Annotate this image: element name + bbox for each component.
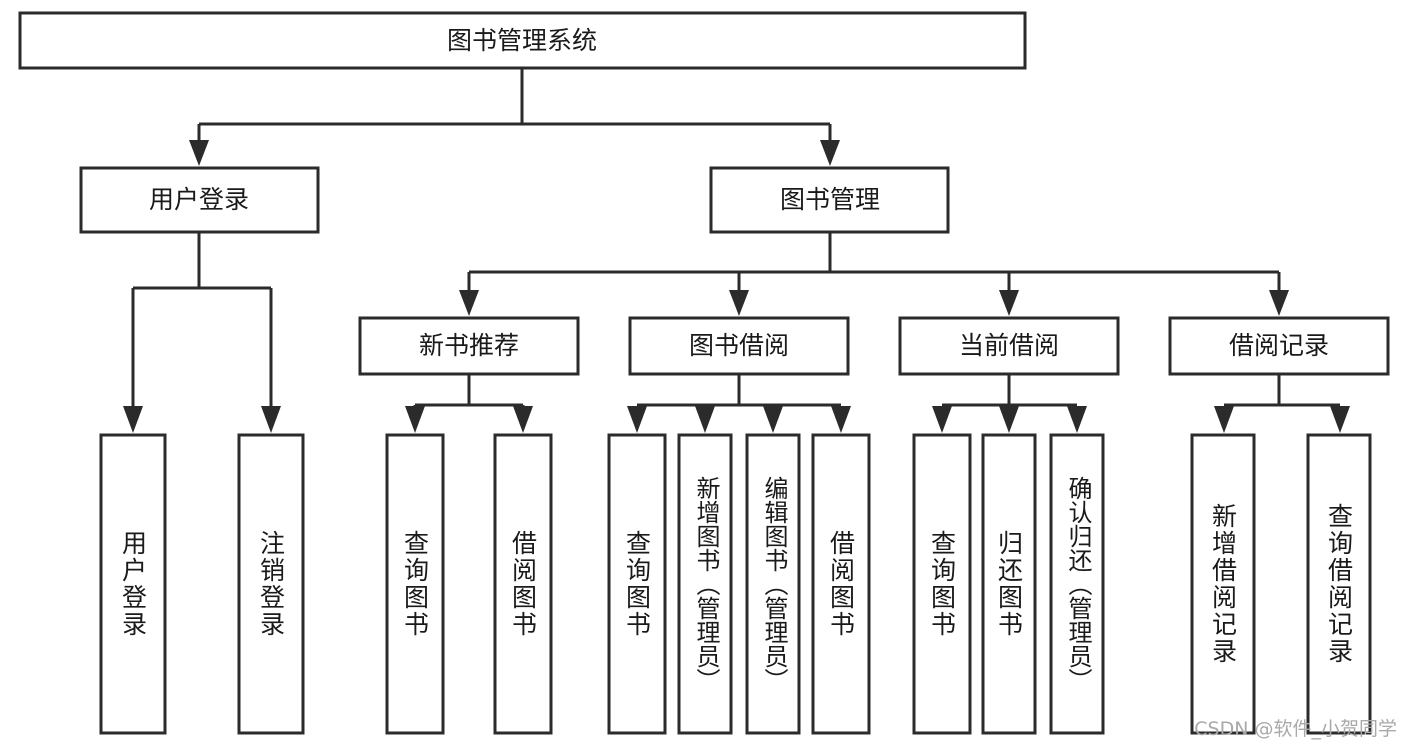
node-user-login-box[interactable] xyxy=(79,166,320,234)
leaf-box-layer xyxy=(99,433,1372,735)
node-book-borrow-label: 图书借阅 xyxy=(689,331,789,360)
arrow-root-to-user xyxy=(189,140,209,166)
arrow-book-c3 xyxy=(999,290,1019,316)
arrow-borrow-l1 xyxy=(627,406,647,433)
node-user-login[interactable]: 用户登录 xyxy=(79,166,320,234)
leaf-box-logout[interactable] xyxy=(237,433,305,735)
arrow-current-l2 xyxy=(999,406,1019,433)
node-book-management-label: 图书管理 xyxy=(780,185,880,214)
node-new-book-recommend[interactable]: 新书推荐 xyxy=(358,316,580,376)
leaf-box-edit-book-admin[interactable] xyxy=(745,433,801,735)
arrow-user-leaf2 xyxy=(261,406,281,433)
node-book-management-box[interactable] xyxy=(709,166,950,234)
node-book-borrow[interactable]: 图书借阅 xyxy=(628,316,850,376)
node-book-borrow-box[interactable] xyxy=(628,316,850,376)
node-book-management[interactable]: 图书管理 xyxy=(709,166,950,234)
leaf-box-borrow-book[interactable] xyxy=(811,433,871,735)
arrow-root-to-book xyxy=(820,140,840,166)
leaf-box-confirm-return-admin[interactable] xyxy=(1049,433,1105,735)
node-root-box[interactable] xyxy=(18,11,1027,70)
leaf-box-add-book-admin[interactable] xyxy=(677,433,733,735)
node-root[interactable]: 图书管理系统 xyxy=(18,11,1027,70)
arrow-rec-l1 xyxy=(405,406,425,433)
leaf-box-borrow-query-book[interactable] xyxy=(607,433,667,735)
node-new-book-recommend-label: 新书推荐 xyxy=(419,331,519,360)
arrow-current-l1 xyxy=(932,406,952,433)
arrow-borrow-l3 xyxy=(763,406,783,433)
node-current-borrow-label: 当前借阅 xyxy=(959,331,1059,360)
node-borrow-record-label: 借阅记录 xyxy=(1229,331,1329,360)
arrow-record-l2 xyxy=(1330,406,1350,433)
node-root-label: 图书管理系统 xyxy=(447,26,597,55)
leaf-box-return-book[interactable] xyxy=(981,433,1037,735)
arrow-book-c4 xyxy=(1269,290,1289,316)
node-current-borrow[interactable]: 当前借阅 xyxy=(898,316,1120,376)
leaf-box-add-borrow-record[interactable] xyxy=(1190,433,1256,735)
leaf-box-query-borrow-record[interactable] xyxy=(1306,433,1372,735)
arrow-borrow-l2 xyxy=(695,406,715,433)
node-current-borrow-box[interactable] xyxy=(898,316,1120,376)
leaf-box-rec-query-book[interactable] xyxy=(385,433,445,735)
arrow-book-c2 xyxy=(729,290,749,316)
node-new-book-recommend-box[interactable] xyxy=(358,316,580,376)
connector-layer xyxy=(123,68,1350,433)
arrow-book-c1 xyxy=(459,290,479,316)
arrow-current-l3 xyxy=(1067,406,1087,433)
arrow-user-leaf1 xyxy=(123,406,143,433)
node-user-login-label: 用户登录 xyxy=(149,185,249,214)
node-borrow-record-box[interactable] xyxy=(1168,316,1390,376)
leaf-box-user-login[interactable] xyxy=(99,433,167,735)
node-borrow-record[interactable]: 借阅记录 xyxy=(1168,316,1390,376)
leaf-box-current-query-book[interactable] xyxy=(912,433,972,735)
arrow-rec-l2 xyxy=(513,406,533,433)
arrow-record-l1 xyxy=(1214,406,1234,433)
arrow-borrow-l4 xyxy=(831,406,851,433)
leaf-box-rec-borrow-book[interactable] xyxy=(493,433,553,735)
